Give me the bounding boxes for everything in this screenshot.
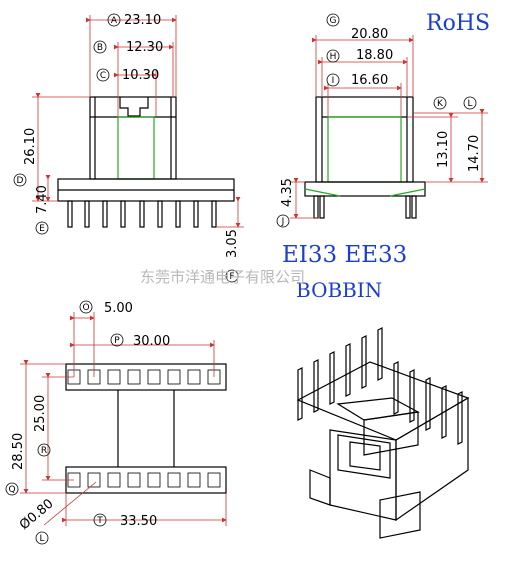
front-view: [57, 96, 235, 228]
dim-H: 18.80: [356, 48, 393, 63]
side-base: [304, 181, 426, 197]
label-Q: Q: [8, 485, 15, 495]
side-view: [304, 96, 426, 219]
front-dimensions: [32, 15, 244, 228]
label-U: L: [39, 534, 44, 544]
iso-pins-right: [393, 361, 463, 445]
label-F: F: [229, 272, 234, 282]
dim-P: 30.00: [133, 334, 170, 349]
front-pins: [67, 200, 217, 228]
label-J: J: [281, 217, 285, 227]
dim-K: 13.10: [436, 131, 451, 168]
front-labels: A 23.10 B 12.30 C 10.30 D 26.10 7.40 E 3…: [13, 13, 240, 283]
dim-L: 14.70: [467, 135, 482, 172]
dim-U: Ø0.80: [17, 496, 57, 533]
label-O: O: [82, 303, 89, 313]
label-R: R: [41, 446, 47, 456]
label-D: D: [17, 176, 24, 186]
dim-O: 5.00: [104, 301, 133, 316]
label-A: A: [111, 16, 118, 26]
label-P: P: [114, 336, 120, 346]
bottom-top-rail: [65, 363, 227, 391]
dim-R: 25.00: [33, 395, 48, 432]
label-C: C: [100, 71, 106, 81]
dim-I: 16.60: [351, 73, 388, 88]
rohs-label: RoHS: [426, 11, 490, 36]
dim-T: 33.50: [120, 514, 157, 529]
dim-B: 12.30: [126, 40, 163, 55]
label-K: K: [437, 99, 444, 109]
front-core-window: [117, 116, 155, 180]
bottom-bottom-rail: [65, 466, 227, 494]
side-labels: G 20.80 H 18.80 I 16.60 K L 13.10 14.70 …: [276, 13, 482, 228]
dim-A: 23.10: [124, 13, 161, 28]
label-B: B: [97, 43, 103, 53]
watermark: 东莞市洋通电子有限公司: [140, 268, 305, 286]
isometric-view: [296, 327, 470, 539]
bottom-dimensions: [20, 312, 227, 526]
dim-F: 3.05: [225, 229, 240, 258]
side-dimensions: [290, 35, 488, 219]
label-E: E: [39, 224, 45, 234]
dim-C: 10.30: [122, 68, 159, 83]
dim-S: 28.50: [11, 433, 26, 470]
label-H: H: [330, 52, 337, 62]
side-core-window: [327, 116, 402, 183]
dim-E: 7.40: [35, 185, 50, 214]
dim-D: 26.10: [23, 128, 38, 165]
label-T: T: [96, 516, 103, 526]
label-L: L: [467, 99, 472, 109]
bottom-view: [65, 363, 227, 494]
model-title: EI33 EE33: [282, 242, 407, 268]
dim-J: 4.35: [280, 178, 295, 207]
side-flange-outline: [315, 96, 414, 183]
label-I: I: [332, 76, 335, 86]
front-flange-outline: [89, 96, 177, 180]
dim-G: 20.80: [351, 27, 388, 42]
bottom-pin-holes: [67, 369, 221, 488]
label-G: G: [330, 16, 337, 26]
bottom-labels: O 5.00 P 30.00 28.50 25.00 R Q T 33.50 Ø…: [5, 300, 170, 545]
part-title: BOBBIN: [296, 278, 382, 302]
iso-pins-left: [297, 327, 383, 421]
